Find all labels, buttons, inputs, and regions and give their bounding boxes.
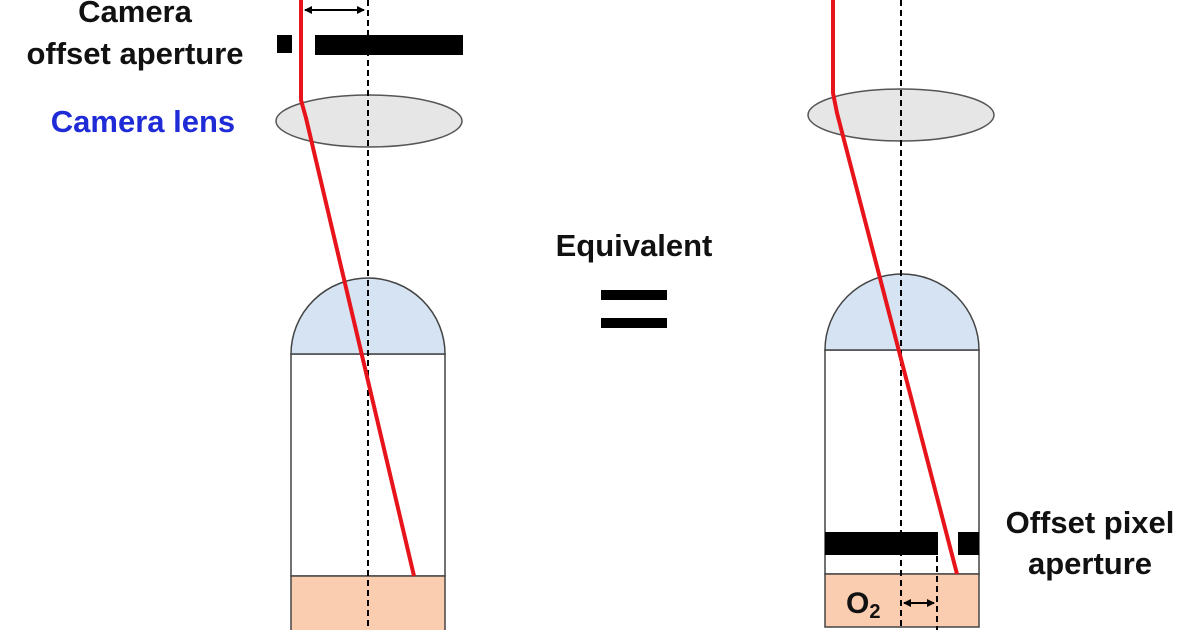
left-light-ray [299,0,416,577]
equivalent-label: Equivalent [555,228,713,263]
camera-aperture-large-block [315,35,463,55]
camera-offset-aperture-label-line2: offset aperture [26,36,244,71]
o2-offset-label: O2 [846,587,880,629]
camera-lens-label: Camera lens [50,104,236,139]
offset-pixel-aperture-label-line1: Offset pixel [1005,505,1175,540]
equals-sign [601,290,667,328]
camera-offset-aperture-label-line1: Camera [78,0,192,29]
o2-letter: O [846,587,870,620]
left-assembly [275,0,463,630]
right-assembly [807,0,995,630]
o2-subscript: 2 [869,601,881,623]
camera-aperture-small-block [277,35,292,53]
offset-pixel-aperture-label-line2: aperture [1027,546,1153,581]
right-light-ray [831,0,959,575]
pixel-aperture-small-block [958,532,979,555]
pixel-aperture-large-block [825,532,938,555]
